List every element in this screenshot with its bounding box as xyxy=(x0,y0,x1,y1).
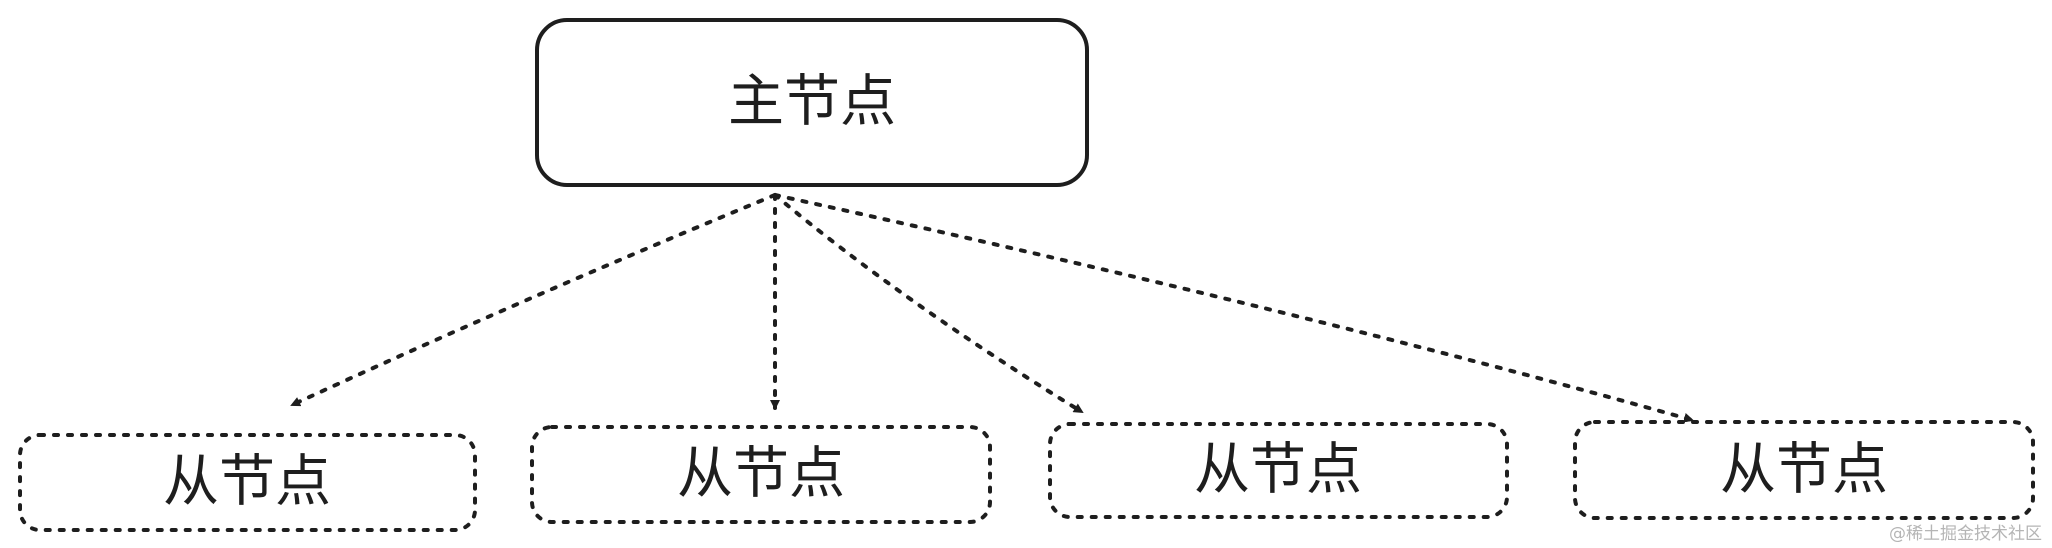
slave-node-1-label: 从节点 xyxy=(163,450,331,515)
slave-node-2-box xyxy=(530,425,992,524)
connector-to-slave-3 xyxy=(773,193,1084,414)
connector-to-slave-4 xyxy=(773,193,1694,423)
slave-node-3-label: 从节点 xyxy=(1194,438,1362,503)
slave-node-3: 从节点 xyxy=(1048,422,1509,519)
master-node-label: 主节点 xyxy=(728,70,896,135)
connectors xyxy=(290,193,1694,423)
watermark-text: @稀土掘金技术社区 xyxy=(1889,524,2042,544)
slave-node-1-box xyxy=(18,433,477,532)
slave-node-4: 从节点 xyxy=(1573,420,2035,520)
slave-node-3-box xyxy=(1048,422,1509,519)
slave-node-2-label: 从节点 xyxy=(677,442,845,507)
slave-node-4-box xyxy=(1573,420,2035,520)
slave-node-1: 从节点 xyxy=(18,433,477,532)
connector-to-slave-1 xyxy=(290,193,777,407)
slave-node-4-label: 从节点 xyxy=(1720,438,1888,503)
slave-node-2: 从节点 xyxy=(530,425,992,524)
master-node-box xyxy=(535,18,1089,187)
master-node: 主节点 xyxy=(535,18,1089,187)
